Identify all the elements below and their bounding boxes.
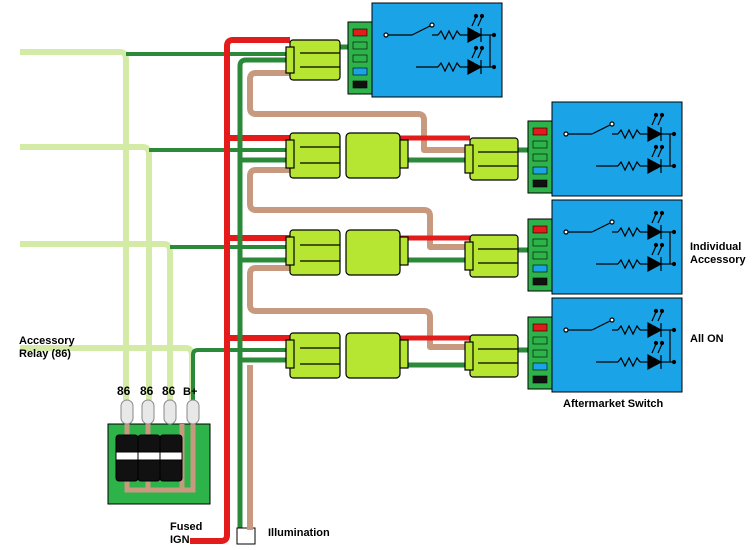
led-icon bbox=[647, 125, 663, 143]
switch-panel-2 bbox=[527, 101, 683, 197]
pin-strip-1 bbox=[352, 28, 368, 37]
switch-panel-4 bbox=[527, 297, 683, 393]
pin-strip-4 bbox=[532, 362, 548, 371]
individual-accessory-label: Individual Accessory bbox=[690, 241, 746, 267]
individual-line2: Accessory bbox=[690, 254, 746, 266]
pin-strip-3 bbox=[532, 251, 548, 260]
green-illumination-bus bbox=[237, 57, 290, 530]
resistor-icon bbox=[617, 324, 641, 336]
pin-strip-1 bbox=[532, 127, 548, 136]
resistor-icon bbox=[617, 226, 641, 238]
switch-panel-3 bbox=[527, 199, 683, 295]
illumination-terminal bbox=[236, 527, 256, 545]
pin-strip-2 bbox=[532, 336, 548, 345]
relay-pin-label-3: 86 bbox=[162, 384, 176, 398]
switch-body bbox=[551, 297, 683, 393]
tan-jumper-wires bbox=[247, 70, 470, 530]
connector-row-3 bbox=[285, 229, 519, 278]
all-on-label: All ON bbox=[690, 333, 724, 345]
individual-line1: Individual bbox=[690, 241, 742, 253]
pin-strip-2 bbox=[352, 41, 368, 50]
fused-ign-line1: Fused bbox=[170, 521, 203, 533]
connectors bbox=[285, 39, 519, 379]
pin-strip-1 bbox=[532, 225, 548, 234]
switch-panel-1 bbox=[347, 2, 503, 98]
rocker-switch-icon bbox=[591, 319, 613, 331]
relay-board bbox=[107, 399, 211, 505]
switch-body bbox=[371, 2, 503, 98]
rocker-switch-icon bbox=[591, 221, 613, 233]
pin-strip-4 bbox=[352, 67, 368, 76]
fused-ign-line2: IGN bbox=[170, 534, 190, 546]
pin-strip-2 bbox=[532, 140, 548, 149]
pin-strip-5 bbox=[532, 179, 548, 188]
accessory-relay-line2: Relay (86) bbox=[19, 348, 71, 360]
fused-ign-label: Fused IGN bbox=[170, 521, 202, 547]
rocker-switch-icon bbox=[411, 24, 433, 36]
pin-strip-5 bbox=[532, 375, 548, 384]
relay-icon bbox=[115, 434, 183, 482]
led-icon bbox=[647, 321, 663, 339]
relay-pin-label-2: 86 bbox=[140, 384, 154, 398]
pin-strip-2 bbox=[532, 238, 548, 247]
led-icon bbox=[467, 26, 483, 44]
relay-pins bbox=[120, 399, 200, 425]
switch-panels bbox=[347, 2, 683, 393]
rocker-switch-icon bbox=[591, 123, 613, 135]
aftermarket-switch-label: Aftermarket Switch bbox=[563, 398, 664, 410]
connector-row-4 bbox=[285, 332, 519, 379]
pin-strip-5 bbox=[532, 277, 548, 286]
pin-strip-4 bbox=[532, 264, 548, 273]
pin-strip-3 bbox=[532, 349, 548, 358]
switch-body bbox=[551, 199, 683, 295]
resistor-icon bbox=[617, 128, 641, 140]
relay-pin-label-1: 86 bbox=[117, 384, 131, 398]
switch-body bbox=[551, 101, 683, 197]
pin-strip-3 bbox=[532, 153, 548, 162]
led-icon bbox=[647, 223, 663, 241]
resistor-icon bbox=[437, 29, 461, 41]
pin-strip-1 bbox=[532, 323, 548, 332]
illumination-label: Illumination bbox=[268, 527, 330, 539]
harness-wires bbox=[340, 44, 528, 368]
connector-row-1 bbox=[285, 39, 341, 81]
relay-pin-label-4: B+ bbox=[183, 386, 198, 398]
connector-row-2 bbox=[285, 132, 519, 181]
pin-strip-4 bbox=[532, 166, 548, 175]
accessory-relay-label: Accessory Relay (86) bbox=[19, 335, 75, 361]
pin-strip-5 bbox=[352, 80, 368, 89]
pin-strip-3 bbox=[352, 54, 368, 63]
accessory-relay-line1: Accessory bbox=[19, 335, 75, 347]
